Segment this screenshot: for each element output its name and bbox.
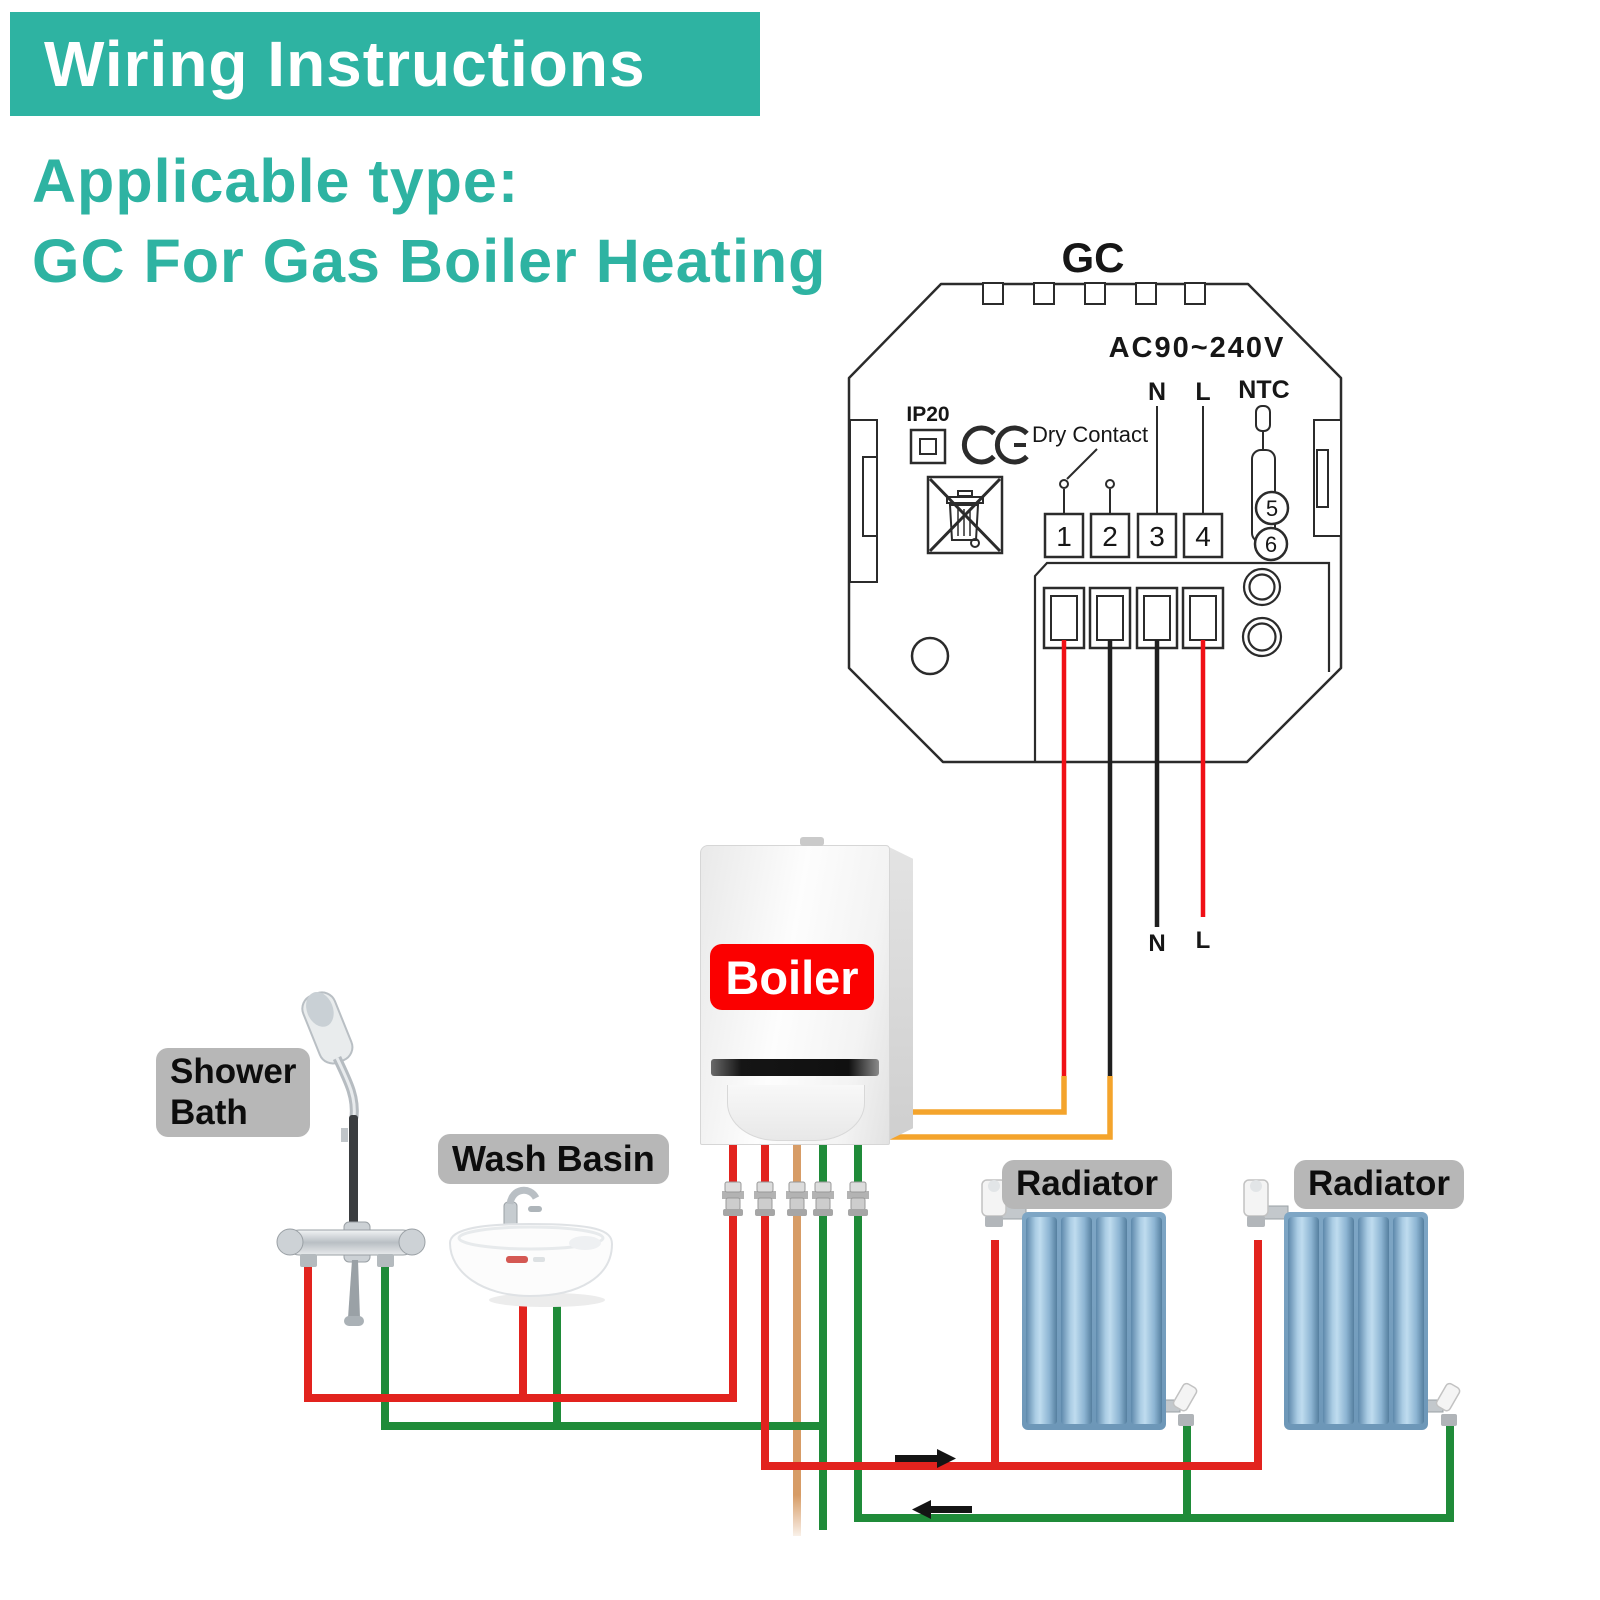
- ntc-label: NTC: [1238, 376, 1289, 404]
- thermostat-backplate: [847, 282, 1343, 764]
- dry-contact-label: Dry Contact: [1032, 422, 1148, 447]
- radiator-panel: [1323, 1217, 1354, 1424]
- left-mounting-clip: [849, 419, 878, 583]
- shower-label-line2: Bath: [170, 1092, 248, 1132]
- ip-rating-label: IP20: [906, 403, 949, 426]
- pipes: [304, 1142, 1454, 1543]
- basin-bowl: [448, 1222, 614, 1298]
- terminal-1-number: 1: [1056, 521, 1072, 552]
- radiator-left: [1022, 1212, 1166, 1430]
- shower-faucet: [276, 1221, 426, 1326]
- boiler-lower-panel: [727, 1085, 865, 1141]
- wires: [890, 640, 1206, 1140]
- mounting-notches: [982, 282, 1206, 305]
- basin-rim: [457, 1225, 605, 1251]
- flow-direction-arrows: [895, 1449, 972, 1519]
- screw-holes: [910, 567, 1283, 676]
- voltage-label: AC90~240V: [1109, 332, 1286, 364]
- radiator-panel: [1131, 1217, 1162, 1424]
- radiator-left-inlet-valve: [981, 1179, 1027, 1227]
- radiator-panel: [1026, 1217, 1057, 1424]
- shower-bath-label: Shower Bath: [156, 1048, 311, 1138]
- shower-hose: [349, 1115, 358, 1237]
- shower-wall-bracket: [341, 1128, 348, 1142]
- subtitle-applicable-type: Applicable type:: [32, 147, 520, 215]
- live-wire-label: L: [1196, 927, 1211, 954]
- radiator-panel: [1096, 1217, 1127, 1424]
- radiator-right-inlet-valve: [1243, 1179, 1289, 1227]
- return-arrow-shaft: [930, 1506, 972, 1513]
- ntc-probe-symbol: [1251, 405, 1290, 562]
- ip20-icon: [909, 428, 947, 465]
- boiler-link-wire-orange-1: [905, 1076, 1067, 1115]
- boiler-link-wire-orange-2: [890, 1076, 1113, 1140]
- basin-red-mark: [506, 1256, 528, 1263]
- thermostat-model-label: GC: [1062, 234, 1125, 281]
- terminal-compartment-outline: [1033, 561, 1331, 761]
- flow-arrow-shaft: [895, 1455, 937, 1462]
- radiator-panel: [1061, 1217, 1092, 1424]
- shower-fixture: [276, 991, 426, 1326]
- flow-arrow-head: [937, 1449, 956, 1468]
- radiator-right: [1284, 1212, 1428, 1430]
- basin-faucet: [503, 1186, 542, 1231]
- boiler-label: Boiler: [710, 944, 874, 1010]
- basin-soap-recess: [569, 1236, 601, 1250]
- terminal-3-number: 3: [1149, 521, 1165, 552]
- live-terminal-label: L: [1195, 378, 1210, 406]
- radiator-panel: [1288, 1217, 1319, 1424]
- radiator-panel: [1358, 1217, 1389, 1424]
- ntc-terminal-5-number: 5: [1266, 496, 1278, 521]
- dry-contact-switch-symbol: [1059, 448, 1115, 514]
- subtitle-gc-type: GC For Gas Boiler Heating: [32, 227, 827, 295]
- boiler-control-stripe: [711, 1059, 879, 1076]
- hot-water-pipes-red: [304, 1142, 737, 1402]
- weee-bin-icon: [926, 475, 1004, 555]
- shower-label-line1: Shower: [170, 1052, 297, 1091]
- neutral-terminal-label: N: [1148, 378, 1166, 406]
- radiator-right-label: Radiator: [1294, 1160, 1464, 1209]
- radiator-left-return-valve: [1157, 1382, 1198, 1426]
- neutral-wire-label: N: [1148, 930, 1165, 957]
- ce-mark-icon: [961, 425, 1029, 465]
- boiler-side-face: [889, 847, 913, 1140]
- terminal-squares: [1043, 512, 1224, 559]
- radiator-panel: [1393, 1217, 1424, 1424]
- shower-neck-highlight: [335, 1057, 356, 1119]
- basin-gray-mark: [533, 1257, 545, 1262]
- cold-water-pipes-green: [381, 1142, 827, 1530]
- boiler-pipe-fittings: [721, 1181, 870, 1217]
- radiator-left-label: Radiator: [1002, 1160, 1172, 1209]
- right-mounting-clip: [1313, 419, 1342, 537]
- wash-basin-label: Wash Basin: [438, 1134, 669, 1184]
- return-arrow-head: [912, 1500, 931, 1519]
- heating-flow-pipes-red: [761, 1142, 1262, 1470]
- terminal-4-number: 4: [1195, 521, 1211, 552]
- boiler-top-vent: [800, 837, 824, 846]
- title-banner: Wiring Instructions: [10, 12, 760, 116]
- wash-basin-fixture: [448, 1186, 614, 1307]
- ntc-terminal-6-number: 6: [1265, 532, 1277, 557]
- terminal-2-number: 2: [1102, 521, 1118, 552]
- gas-pipe-fade: [789, 1495, 805, 1543]
